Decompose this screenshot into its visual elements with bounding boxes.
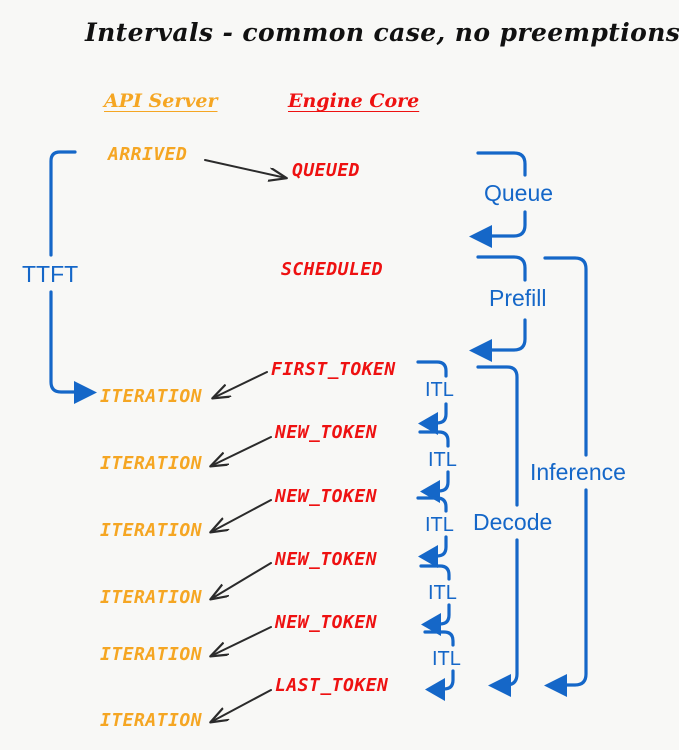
- engine-state-queued: QUEUED: [292, 160, 361, 181]
- page-title: Intervals - common case, no preemptions: [85, 18, 679, 47]
- engine-state-new-token-4: NEW_TOKEN: [275, 612, 378, 633]
- arrowhead-itl-1: [418, 412, 438, 435]
- arrow-new-token-to-iteration-2: [211, 436, 272, 466]
- interval-label-itl-5: ITL: [432, 648, 461, 670]
- interval-label-itl-2: ITL: [428, 449, 457, 471]
- arrowhead-prefill: [469, 339, 492, 362]
- interval-label-itl-1: ITL: [425, 379, 454, 401]
- interval-label-ttft: TTFT: [22, 261, 79, 287]
- api-state-iteration-1: ITERATION: [100, 386, 203, 407]
- bracket-itl-2-upper: [418, 430, 450, 448]
- api-state-arrived: ARRIVED: [108, 144, 188, 165]
- api-state-iteration-4: ITERATION: [100, 587, 203, 608]
- interval-label-itl-4: ITL: [428, 582, 457, 604]
- engine-state-last-token: LAST_TOKEN: [275, 675, 389, 696]
- interval-label-inference: Inference: [530, 459, 626, 485]
- arrowhead-queue: [469, 225, 492, 248]
- engine-state-new-token-2: NEW_TOKEN: [275, 486, 378, 507]
- interval-label-prefill: Prefill: [489, 285, 547, 311]
- bracket-prefill-upper: [476, 255, 527, 282]
- interval-label-queue: Queue: [484, 180, 554, 206]
- arrow-arrived-to-queued: [204, 159, 286, 178]
- bracket-queue-lower: [487, 210, 527, 238]
- bracket-itl-3-upper: [416, 496, 448, 513]
- transition-arrows: [204, 159, 286, 722]
- api-state-iteration-6: ITERATION: [100, 710, 203, 731]
- arrowhead-itl-4: [421, 613, 441, 636]
- arrow-new-token-to-iteration-3: [211, 499, 272, 532]
- arrowhead-inference: [544, 674, 567, 697]
- engine-state-new-token-1: NEW_TOKEN: [275, 422, 378, 443]
- arrowhead-ttft: [74, 381, 97, 404]
- column-header-api-server: API Server: [104, 90, 218, 112]
- bracket-decode-upper: [476, 365, 519, 507]
- engine-state-new-token-3: NEW_TOKEN: [275, 549, 378, 570]
- arrowhead-decode: [488, 674, 511, 697]
- column-header-engine-core: Engine Core: [288, 90, 420, 112]
- arrow-new-token-to-iteration-5: [211, 626, 272, 656]
- arrowhead-itl-3: [418, 545, 438, 568]
- arrow-new-token-to-iteration-4: [211, 562, 272, 599]
- arrowhead-itl-5: [425, 678, 445, 701]
- bracket-ttft-lower: [49, 290, 80, 394]
- bracket-itl-1-upper: [416, 360, 448, 378]
- api-state-iteration-3: ITERATION: [100, 520, 203, 541]
- bracket-itl-4-upper: [419, 564, 451, 581]
- interval-label-itl-3: ITL: [425, 514, 454, 536]
- engine-state-first-token: FIRST_TOKEN: [271, 359, 396, 380]
- bracket-inference-upper: [543, 256, 588, 457]
- arrow-first-token-to-iteration-1: [213, 371, 268, 398]
- bracket-queue-upper: [476, 151, 527, 177]
- bracket-ttft-upper: [49, 150, 77, 257]
- engine-state-scheduled: SCHEDULED: [281, 259, 384, 280]
- bracket-itl-5-upper: [423, 630, 455, 647]
- api-state-iteration-2: ITERATION: [100, 453, 203, 474]
- arrow-last-token-to-iteration-6: [211, 689, 272, 722]
- bracket-prefill-lower: [487, 318, 527, 352]
- bracket-decode-lower: [504, 538, 519, 687]
- bracket-inference-lower: [562, 488, 588, 687]
- interval-label-decode: Decode: [473, 509, 553, 535]
- api-state-iteration-5: ITERATION: [100, 644, 203, 665]
